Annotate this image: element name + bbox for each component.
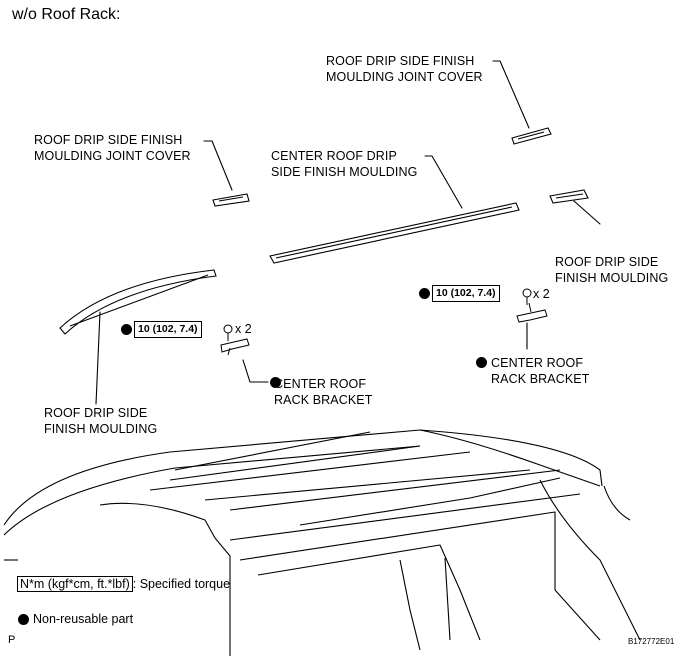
torque-unit-box: N*m (kgf*cm, ft.*lbf) [17,576,133,592]
joint-cover-left-part [212,193,250,207]
nonreusable-dot-icon [270,377,281,388]
leader-joint-cover-left [203,140,233,191]
bolt-bracket-left [220,324,250,356]
label-line: RACK BRACKET [274,393,373,407]
leader-joint-cover-top [492,60,530,129]
label-finish-moulding-right: ROOF DRIP SIDE FINISH MOULDING [555,254,668,286]
center-moulding-part [269,202,520,264]
torque-legend-text: : Specified torque [132,577,231,591]
label-joint-cover-top: ROOF DRIP SIDE FINISH MOULDING JOINT COV… [326,53,483,85]
label-bracket-right: CENTER ROOF RACK BRACKET [491,355,589,387]
label-line: CENTER ROOF DRIP [271,149,397,163]
label-line: ROOF DRIP SIDE [44,406,148,420]
leader-bracket-left [242,359,269,383]
nonreusable-dot-icon [121,324,132,335]
finish-moulding-right-part [549,189,589,204]
figure-code: B172772E01 [628,637,675,646]
label-line: CENTER ROOF [274,377,367,391]
label-joint-cover-left: ROOF DRIP SIDE FINISH MOULDING JOINT COV… [34,132,191,164]
leader-finish-moulding-left [95,311,101,405]
legend-nonreusable: Non-reusable part [33,612,134,626]
leader-center-moulding [424,155,463,209]
legend-torque: N*m (kgf*cm, ft.*lbf): Specified torque [17,576,231,592]
nonreusable-dot-icon [419,288,430,299]
label-center-moulding: CENTER ROOF DRIP SIDE FINISH MOULDING [271,148,417,180]
vehicle-roof [3,429,641,656]
label-line: SIDE FINISH MOULDING [271,165,418,179]
footer-left-code: P [8,634,16,646]
torque-spec-right: 10 (102, 7.4) [432,285,500,302]
label-line: FINISH MOULDING [555,271,669,285]
nonreusable-dot-icon [18,614,29,625]
label-line: CENTER ROOF [491,356,584,370]
joint-cover-top-part [511,127,552,145]
label-line: ROOF DRIP SIDE [555,255,659,269]
diagram-header: w/o Roof Rack: [12,6,121,23]
quantity-right: x 2 [533,287,550,301]
label-line: MOULDING JOINT COVER [326,70,483,84]
bolt-bracket-right [516,288,548,323]
finish-moulding-left-part [59,269,217,335]
quantity-left: x 2 [235,322,252,336]
label-line: FINISH MOULDING [44,422,158,436]
leader-finish-moulding-right [573,200,601,225]
label-bracket-left: CENTER ROOF RACK BRACKET [274,376,372,408]
nonreusable-dot-icon [476,357,487,368]
label-finish-moulding-left: ROOF DRIP SIDE FINISH MOULDING [44,405,157,437]
label-line: MOULDING JOINT COVER [34,149,191,163]
label-line: RACK BRACKET [491,372,590,386]
label-line: ROOF DRIP SIDE FINISH [34,133,183,147]
label-line: ROOF DRIP SIDE FINISH [326,54,475,68]
torque-spec-left: 10 (102, 7.4) [134,321,202,338]
